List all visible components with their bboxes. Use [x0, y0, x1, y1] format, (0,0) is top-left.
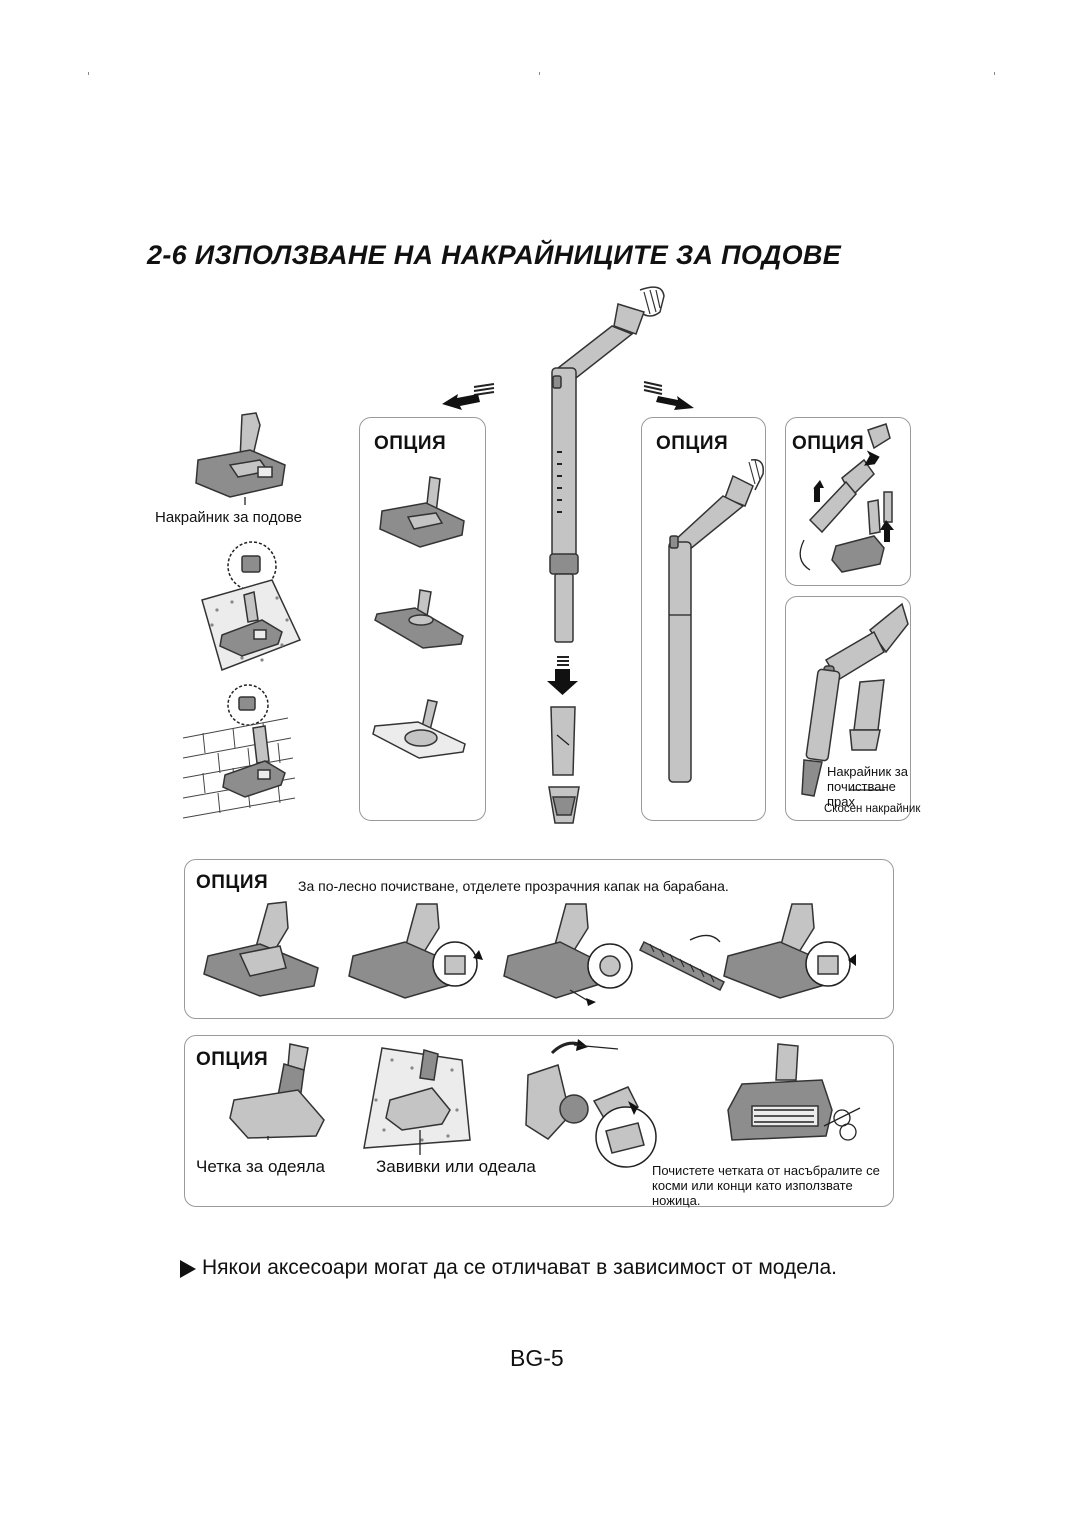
telescopic-tube-illustration — [549, 286, 665, 643]
clean-brush-tip: Почистете четката от насъбралите се косм… — [652, 1163, 880, 1208]
bed-brush-label: Четка за одеяла — [196, 1157, 326, 1176]
page-number: BG-5 — [510, 1345, 564, 1371]
crevice-tool-illustration — [548, 706, 580, 824]
section-title: 2-6 ИЗПОЛЗВАНЕ НА НАКРАЙНИЦИТЕ ЗА ПОДОВЕ — [147, 240, 841, 270]
blanket-illustration — [363, 1047, 471, 1155]
arrow-down-icon — [547, 656, 578, 695]
option-label: ОПЦИЯ — [196, 1049, 269, 1070]
arrow-down-right-icon — [643, 381, 694, 410]
turbo-brush-underside-illustration — [727, 1043, 861, 1141]
option-label: ОПЦИЯ — [792, 433, 865, 454]
bullet-triangle-icon — [180, 1260, 196, 1278]
crevice-nozzle-label: Скосен накрайник — [824, 803, 921, 815]
turbo-flat-nozzle-illustration — [372, 699, 466, 759]
option-label: ОПЦИЯ — [656, 433, 729, 454]
turbo-brush-step-4 — [723, 903, 856, 999]
drum-cover-tip: За по-лесно почистване, отделете прозрач… — [298, 878, 729, 894]
dust-crevice-illustration — [801, 602, 909, 797]
hard-floor-mode-illustration — [182, 684, 296, 819]
rotate-arrow-icon — [550, 1039, 588, 1055]
bed-brush-open-illustration — [525, 1044, 657, 1168]
crop-mark — [994, 72, 995, 75]
rugs-blankets-label: Завивки или одеала — [376, 1157, 536, 1176]
crop-mark — [539, 72, 540, 75]
arrow-down-left-icon — [442, 383, 495, 410]
option-label: ОПЦИЯ — [374, 433, 447, 454]
dust-brush-illustration — [799, 423, 894, 573]
turbo-brush-step-1 — [203, 901, 319, 997]
floor-nozzle-small-illustration — [379, 476, 465, 548]
accessories-note: Някои аксесоари могат да се отличават в … — [202, 1256, 837, 1279]
turbo-brush-step-3 — [503, 903, 633, 1006]
crop-mark — [88, 72, 89, 75]
extension-tube-illustration — [668, 459, 764, 783]
parquet-nozzle-illustration — [374, 589, 464, 649]
turbo-brush-step-2 — [348, 903, 483, 999]
brush-roll-illustration — [638, 934, 726, 992]
option-label: ОПЦИЯ — [196, 872, 269, 893]
bed-brush-illustration — [229, 1043, 325, 1140]
carpet-mode-illustration — [201, 541, 302, 671]
floor-nozzle-illustration — [195, 412, 286, 505]
floor-nozzle-label: Накрайник за подове — [155, 509, 302, 526]
dust-nozzle-label: Накрайник за почистване прах — [827, 764, 908, 809]
